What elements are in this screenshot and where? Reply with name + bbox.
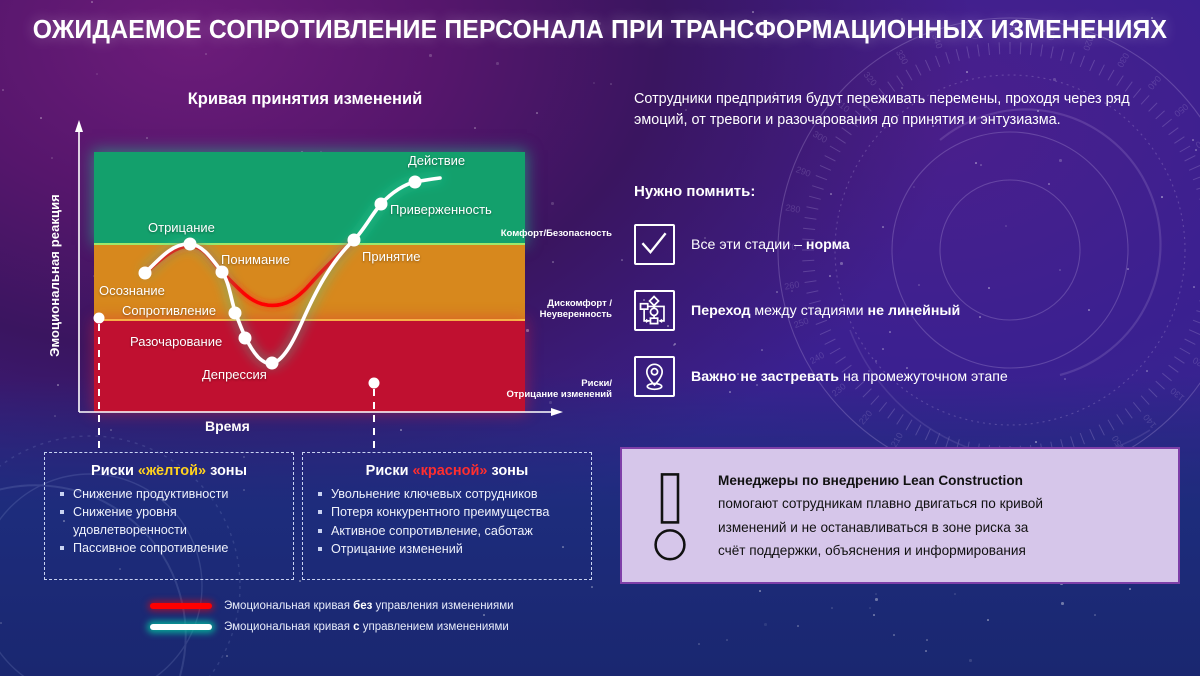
location-pin-icon: [634, 356, 675, 397]
checkmark-box-icon: [634, 224, 675, 265]
remember-point-1-text: Все эти стадии – норма: [691, 237, 850, 253]
point-depression: [265, 356, 279, 370]
legend-managed-pre: Эмоциональная кривая: [224, 621, 354, 633]
slide-title: ОЖИДАЕМОЕ СОПРОТИВЛЕНИЕ ПЕРСОНАЛА ПРИ ТР…: [32, 16, 1168, 44]
p1-pre: Все эти стадии –: [691, 236, 806, 253]
legend-managed-bold: с: [353, 621, 360, 633]
x-axis-arrow: [551, 408, 563, 416]
point-awareness: [138, 266, 152, 280]
zone-label-risk-line1: Риски/: [581, 378, 612, 389]
risk-box-red: Риски «красной» зоны Увольнение ключевых…: [302, 452, 592, 580]
p3-post: на промежуточном этапе: [839, 368, 1008, 385]
chart-legend: Эмоциональная кривая без управления изме…: [150, 600, 514, 642]
chart-plot: [75, 120, 563, 452]
legend-unmanaged-post: управления изменениями: [372, 600, 514, 612]
point-understanding: [215, 265, 229, 279]
legend-item-unmanaged: Эмоциональная кривая без управления изме…: [150, 600, 514, 612]
risk-yellow-title-pre: Риски: [91, 463, 138, 479]
label-understanding: Понимание: [221, 252, 290, 267]
label-resistance: Сопротивление: [122, 303, 217, 318]
remember-heading: Нужно помнить:: [634, 183, 756, 200]
legend-swatch-white-line: [150, 624, 212, 630]
p2-mid: между стадиями: [750, 302, 868, 319]
callout-box: Менеджеры по внедрению Lean Construction…: [620, 447, 1180, 584]
remember-point-1: Все эти стадии – норма: [634, 224, 850, 265]
p3-bold: Важно не застревать: [691, 368, 840, 385]
exclamation-mark-icon: [622, 465, 718, 567]
legend-swatch-red-line: [150, 603, 212, 609]
point-frustration: [238, 331, 252, 345]
chart-x-axis-label: Время: [205, 418, 250, 434]
risk-box-yellow: Риски «желтой» зоны Снижение продуктивно…: [44, 452, 294, 580]
p2-bold2: не линейный: [867, 302, 961, 319]
point-commitment: [374, 197, 388, 211]
chart-axes: [78, 128, 556, 413]
p1-bold: норма: [805, 236, 850, 253]
label-action: Действие: [408, 153, 466, 168]
legend-label-managed: Эмоциональная кривая с управлением измен…: [224, 621, 509, 633]
callout-line-4: счёт поддержки, объяснения и информирова…: [718, 542, 1026, 558]
list-item: Снижение продуктивности: [57, 486, 281, 503]
list-item: Пассивное сопротивление: [57, 540, 281, 557]
curve-data-points: [138, 175, 422, 370]
label-depression: Депрессия: [202, 367, 267, 382]
point-action: [408, 175, 422, 189]
remember-point-2-text: Переход между стадиями не линейный: [691, 303, 960, 319]
label-acceptance: Принятие: [362, 249, 421, 264]
change-curve-chart: Кривая принятия изменений Эмоциональная …: [0, 0, 620, 452]
list-item: Активное сопротивление, саботаж: [315, 523, 579, 540]
risk-box-yellow-title: Риски «желтой» зоны: [57, 463, 281, 479]
point-resistance: [228, 306, 242, 320]
risk-red-title-pre: Риски: [365, 463, 413, 479]
risk-yellow-list: Снижение продуктивности Снижение уровня …: [57, 486, 281, 558]
risk-yellow-title-post: зоны: [206, 463, 247, 479]
remember-point-3-text: Важно не застревать на промежуточном эта…: [691, 369, 1008, 385]
risk-red-title-accent: «красной»: [412, 463, 488, 479]
remember-point-3: Важно не застревать на промежуточном эта…: [634, 356, 1008, 397]
remember-point-2: Переход между стадиями не линейный: [634, 290, 960, 331]
legend-label-unmanaged: Эмоциональная кривая без управления изме…: [224, 600, 514, 612]
risk-yellow-title-accent: «желтой»: [137, 463, 207, 479]
label-commitment: Приверженность: [390, 202, 492, 217]
intro-paragraph: Сотрудники предприятия будут переживать …: [634, 91, 1130, 129]
zone-markers: [93, 312, 380, 452]
label-awareness: Осознание: [99, 283, 165, 298]
unmanaged-curve: [143, 238, 356, 308]
risk-box-red-title: Риски «красной» зоны: [315, 463, 579, 479]
flowchart-icon: [634, 290, 675, 331]
yellow-zone-marker-dot: [93, 312, 105, 324]
legend-unmanaged-pre: Эмоциональная кривая: [224, 600, 354, 612]
zone-label-risk-line2: Отрицание изменений: [506, 389, 612, 401]
list-item: Отрицание изменений: [315, 541, 579, 558]
zone-label-discomfort-line2: Неуверенность: [539, 309, 612, 321]
zone-label-discomfort-line1: Дискомфорт /: [547, 298, 612, 309]
red-zone-marker-dot: [368, 377, 380, 389]
zone-label-discomfort: Дискомфорт / Неуверенность: [540, 298, 612, 320]
label-denial: Отрицание: [148, 220, 215, 235]
legend-managed-post: управлением изменениями: [359, 621, 509, 633]
risk-red-title-post: зоны: [487, 463, 529, 479]
legend-unmanaged-bold: без: [353, 600, 373, 612]
callout-line-3: изменений и не останавливаться в зоне ри…: [718, 519, 1029, 535]
p2-bold: Переход: [691, 302, 751, 319]
zone-comfort: [94, 152, 525, 243]
point-denial: [183, 237, 197, 251]
legend-item-managed: Эмоциональная кривая с управлением измен…: [150, 621, 514, 633]
callout-text: Менеджеры по внедрению Lean Construction…: [718, 469, 1061, 563]
point-acceptance: [347, 233, 361, 247]
list-item: Увольнение ключевых сотрудников: [315, 486, 579, 503]
callout-line-2: помогают сотрудникам плавно двигаться по…: [718, 496, 1043, 512]
list-item: Снижение уровня удовлетворенности: [57, 504, 281, 539]
zone-label-risk: Риски/ Отрицание изменений: [506, 378, 612, 400]
y-axis-arrow: [75, 120, 83, 132]
label-frustration: Разочарование: [130, 334, 223, 349]
zone-label-comfort: Комфорт/Безопасность: [500, 228, 612, 239]
zone-risk: [94, 321, 525, 412]
list-item: Потеря конкурентного преимущества: [315, 504, 579, 521]
chart-title: Кривая принятия изменений: [187, 90, 423, 108]
risk-red-list: Увольнение ключевых сотрудников Потеря к…: [315, 486, 579, 559]
callout-bold-line: Менеджеры по внедрению Lean Construction: [718, 472, 1023, 488]
